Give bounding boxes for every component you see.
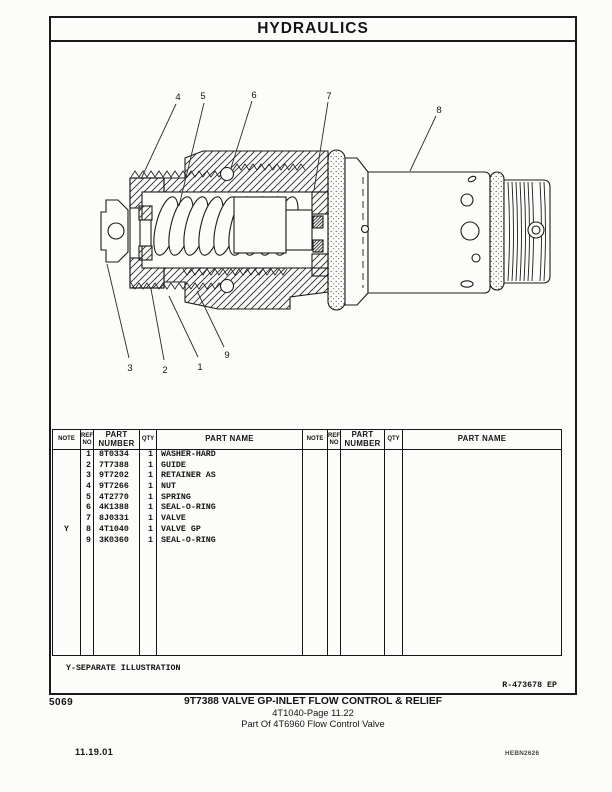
separate-illustration-note: Y-SEPARATE ILLUSTRATION [66,664,181,673]
header-part-number: PART NUMBER [94,430,139,450]
cell-part-number: 8J0331 [99,514,129,524]
header-ref-no: REF NO [328,430,340,450]
page-reference: 4T1040-Page 11.22 [272,708,354,718]
cell-qty: 1 [148,503,153,513]
cell-ref: 5 [86,492,91,502]
cell-part-number: 4T2770 [99,492,129,502]
column-part-number-left: PART NUMBER 8T0334 7T7388 9T7202 9T7266 … [93,430,139,655]
assembly-title: 9T7388 VALVE GP-INLET FLOW CONTROL & REL… [183,696,442,707]
cell-qty: 1 [148,460,153,470]
cell-part-number: 9T7266 [99,482,129,492]
cell-note [53,514,80,525]
header-qty: QTY [385,430,402,450]
header-part-number: PART NUMBER [341,430,384,450]
cell-ref: 6 [86,503,91,513]
cell-note: Y [64,524,69,534]
column-qty-right: QTY [384,430,402,655]
cell-ref: 8 [86,524,91,534]
column-ref-right: REF NO [327,430,340,655]
revision-date: 11.19.01 [75,747,114,757]
cell-qty: 1 [148,471,153,481]
cell-qty: 1 [148,482,153,492]
cell-part-name: SEAL-O-RING [161,535,216,545]
cell-note [53,536,80,547]
page-title: HYDRAULICS [257,20,369,37]
column-note-right: NOTE [302,430,327,655]
cell-qty: 1 [148,535,153,545]
cell-part-number: 4T1040 [99,524,129,534]
illustration-ref-code: R-473678 EP [502,681,557,690]
cell-part-name: SPRING [161,492,191,502]
header-qty: QTY [140,430,156,450]
cell-part-name: NUT [161,482,176,492]
cell-note [53,503,80,514]
cell-part-number: 4K1388 [99,503,129,513]
cell-part-name: WASHER-HARD [161,450,216,459]
cell-note [53,471,80,482]
header-ref-no: REF NO [81,430,93,450]
cell-qty: 1 [148,514,153,524]
cell-ref: 9 [86,535,91,545]
cell-ref: 1 [86,450,91,459]
cell-note [53,482,80,493]
cell-qty: 1 [148,492,153,502]
parts-table: NOTE Y REF NO 1 2 3 4 5 6 7 8 9 PART NUM… [52,429,562,656]
document-code: HEBN2626 [505,750,540,757]
cell-part-number: 7T7388 [99,460,129,470]
column-ref-left: REF NO 1 2 3 4 5 6 7 8 9 [80,430,93,655]
page-frame [49,16,577,695]
cell-note [53,461,80,472]
cell-note [53,450,80,461]
cell-part-name: VALVE [161,514,186,524]
cell-qty: 1 [148,450,153,459]
cell-ref: 2 [86,460,91,470]
note-strip: Y-SEPARATE ILLUSTRATION R-473678 EP [52,656,562,694]
cell-ref: 3 [86,471,91,481]
cell-part-name: SEAL-O-RING [161,503,216,513]
column-part-number-right: PART NUMBER [340,430,384,655]
cell-qty: 1 [148,524,153,534]
section-title-bar: HYDRAULICS [51,18,575,42]
part-of-note: Part Of 4T6960 Flow Control Valve [241,719,385,729]
cell-ref: 4 [86,482,91,492]
header-note: NOTE [53,430,80,450]
cell-part-name: RETAINER AS [161,471,216,481]
header-part-name: PART NAME [403,430,561,450]
header-note: NOTE [303,430,327,450]
cell-note [53,493,80,504]
cell-part-number: 9T7202 [99,471,129,481]
cell-ref: 7 [86,514,91,524]
cell-part-number: 8T0334 [99,450,129,459]
column-qty-left: QTY 1 1 1 1 1 1 1 1 1 [139,430,156,655]
cell-part-number: 3K0360 [99,535,129,545]
column-note-left: NOTE Y [53,430,80,655]
cell-part-name: GUIDE [161,460,186,470]
column-part-name-right: PART NAME [402,430,561,655]
cell-part-name: VALVE GP [161,524,201,534]
header-part-name: PART NAME [157,430,302,450]
page-code: 5069 [49,697,74,708]
column-part-name-left: PART NAME WASHER-HARD GUIDE RETAINER AS … [156,430,302,655]
